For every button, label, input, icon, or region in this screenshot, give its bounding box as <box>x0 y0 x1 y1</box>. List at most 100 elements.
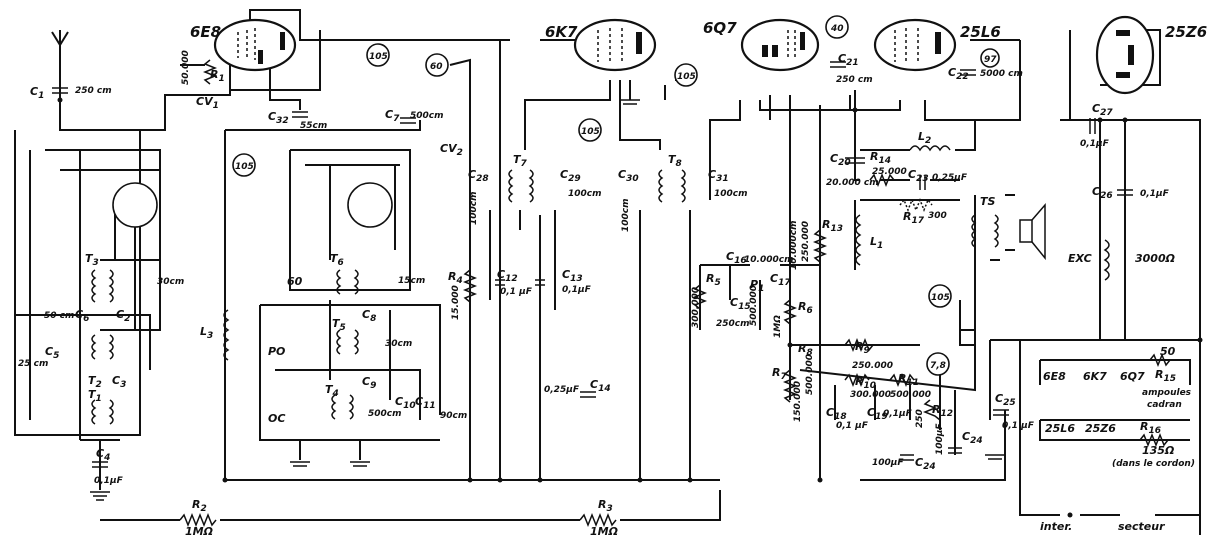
label-c21: C21 <box>838 52 859 68</box>
label-r16: R16 <box>1140 420 1161 436</box>
label-c29: C29 <box>560 168 581 184</box>
label-c23: C23 <box>908 168 929 184</box>
label-ts: TS <box>980 195 996 208</box>
label-c9: C9 <box>362 375 376 391</box>
component-labels: C1 250 cm R1 50.000 CV1 C32 55cm C7 500c… <box>18 50 1195 538</box>
value-c22: 5000 cm <box>980 69 1023 79</box>
tube-label-25z6: 25Z6 <box>1165 23 1207 41</box>
label-c25: C25 <box>995 392 1016 408</box>
band-switches <box>112 182 393 228</box>
tube-label-6k7: 6K7 <box>545 23 578 41</box>
speaker <box>1019 202 1046 261</box>
label-r13: R13 <box>822 218 843 234</box>
value-r3: 1MΩ <box>590 525 618 538</box>
value-r4: 15.000 <box>451 285 461 320</box>
value-r16: 135Ω <box>1142 444 1174 457</box>
ampoules-label: ampoules <box>1142 388 1192 398</box>
value-r11: 500.000 <box>890 390 931 400</box>
label-r10: R10 <box>855 375 876 391</box>
value-r5: 300.000 <box>691 287 701 328</box>
label-l2: L2 <box>918 130 931 146</box>
label-c5: C5 <box>45 345 59 361</box>
value-c25: 0,1 µF <box>1002 421 1035 431</box>
cadran-label: cadran <box>1147 400 1182 410</box>
label-p1: P1 <box>750 278 764 294</box>
label-r7: R7 <box>772 366 787 382</box>
value-c12: 0,1 µF <box>500 287 533 297</box>
value-c23: 0,25µF <box>932 173 968 183</box>
value-c4: 0,1µF <box>94 476 124 486</box>
voltage-60: 60 <box>430 62 443 72</box>
value-c2: 30cm <box>157 277 184 287</box>
switch-label: inter. <box>1040 520 1072 533</box>
label-c17: C17 <box>770 272 791 288</box>
label-c8: C8 <box>362 308 376 324</box>
label-c31: C31 <box>708 168 729 184</box>
label-c19: C19 <box>867 406 888 422</box>
mains-label: secteur <box>1118 520 1165 533</box>
value-r3000: 3000Ω <box>1135 252 1175 265</box>
label-c26: C26 <box>1092 185 1113 201</box>
label-r1: R1 <box>210 68 225 84</box>
tube-6k7 <box>573 18 657 72</box>
value-c24: 100µF <box>935 423 945 455</box>
label-c30: C30 <box>618 168 639 184</box>
label-t3: T3 <box>85 252 99 268</box>
value-c29: 100cm <box>568 189 602 199</box>
value-c9: 30cm <box>385 339 412 349</box>
label-c10: C10 <box>395 395 416 411</box>
label-c6: C6 <box>75 308 89 324</box>
label-r11: R11 <box>898 372 919 388</box>
value-r12: 250 <box>915 409 925 428</box>
voltage-labels: 105 60 105 105 105 40 97 7,8 105 <box>235 24 997 371</box>
voltage-7-8: 7,8 <box>930 361 946 371</box>
heater-25l6: 25L6 <box>1045 422 1075 435</box>
label-c18: C18 <box>826 406 847 422</box>
coils <box>91 145 1110 425</box>
label-c27: C27 <box>1092 102 1113 118</box>
label-t2: T2 <box>88 374 102 390</box>
value-c6: 50 cm <box>44 311 74 321</box>
band-label-oc: OC <box>268 412 285 425</box>
value-c15: 250cm <box>716 319 750 329</box>
label-r4: R4 <box>448 270 463 286</box>
label-r12: R12 <box>932 403 953 419</box>
value-c19: 0,1µF <box>883 409 913 419</box>
tube-labels: 6E8 6K7 6Q7 25L6 25Z6 <box>190 19 1207 41</box>
grounds <box>90 99 1005 501</box>
value-c28: 100cm <box>469 192 479 226</box>
label-c32: C32 <box>268 110 289 126</box>
value-r1: 50.000 <box>181 50 191 85</box>
label-r9: R9 <box>855 340 870 356</box>
value-c24b: 100µF <box>872 458 904 468</box>
label-t1: T1 <box>88 388 102 404</box>
value-r6: 1MΩ <box>773 315 783 338</box>
value-c13: 0,1µF <box>562 285 592 295</box>
value-c14: 0,25µF <box>544 385 580 395</box>
label-c4: C4 <box>96 447 110 463</box>
value-c11: 90cm <box>440 411 467 421</box>
voltage-markers <box>232 15 1000 376</box>
label-t5: T5 <box>332 317 346 333</box>
value-c16: 10.000cm <box>744 255 793 265</box>
value-p1: 500.000 <box>749 285 759 326</box>
label-c20: C20 <box>830 152 851 168</box>
value-c10: 500cm <box>368 409 402 419</box>
value-r10: 300.000 <box>850 390 891 400</box>
value-r2: 1MΩ <box>185 525 213 538</box>
value-c5: 25 cm <box>18 359 48 369</box>
label-c11: C11 <box>415 395 436 411</box>
label-r17: R17 <box>903 210 925 226</box>
label-c28: C28 <box>468 168 489 184</box>
value-c18: 0,1 µF <box>836 421 869 431</box>
heater-25z6: 25Z6 <box>1085 422 1116 435</box>
label-c2: C2 <box>116 308 130 324</box>
value-c1: 250 cm <box>75 86 112 96</box>
label-r14: R14 <box>870 150 891 166</box>
label-cv2: CV2 <box>440 142 463 158</box>
value-r8: 500.000 <box>805 354 815 395</box>
label-r5: R5 <box>706 272 721 288</box>
label-r6: R6 <box>798 300 813 316</box>
label-l3: L3 <box>200 325 213 341</box>
voltage-105-b: 105 <box>235 162 254 172</box>
